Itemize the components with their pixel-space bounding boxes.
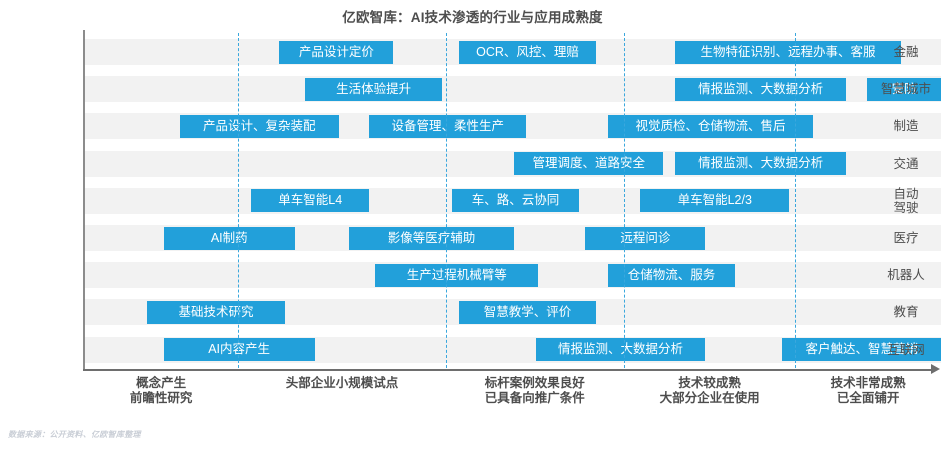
bar-医疗-2[interactable]: 影像等医疗辅助 [348, 226, 515, 250]
stage-label-line1: 技术较成熟 [678, 376, 741, 390]
bar-医疗-1[interactable]: AI制药 [163, 226, 295, 250]
category-label-line: 交通 [893, 156, 919, 171]
y-axis-line [83, 30, 85, 370]
bar-机器人-2[interactable]: 仓储物流、服务 [607, 263, 736, 287]
category-label-line: 制造 [893, 119, 919, 134]
bar-金融-1[interactable]: 产品设计定价 [279, 40, 394, 64]
bar-自动驾驶-2[interactable]: 车、路、云协同 [451, 189, 580, 213]
bar-智慧城市-2[interactable]: 情报监测、大数据分析 [675, 77, 846, 101]
stage-divider-2 [445, 33, 447, 368]
category-label-智慧城市: 智慧城市 [867, 82, 945, 96]
stage-label-line2: 已具备向推广条件 [484, 391, 585, 405]
stage-label-line2: 前瞻性研究 [129, 391, 193, 405]
stage-divider-1 [238, 33, 240, 368]
bar-交通-2[interactable]: 情报监测、大数据分析 [675, 152, 846, 176]
stage-label-1: 概念产生前瞻性研究 [71, 376, 251, 406]
category-label-line: 机器人 [887, 268, 925, 283]
category-label-金融: 金融 [867, 45, 945, 59]
bar-机器人-1[interactable]: 生产过程机械臂等 [375, 263, 539, 287]
source-note: 数据来源：公开资料、亿欧智库整理 [8, 430, 141, 439]
bar-教育-1[interactable]: 基础技术研究 [147, 300, 285, 324]
category-label-交通: 交通 [867, 157, 945, 171]
stage-label-line1: 技术非常成熟 [830, 376, 906, 390]
x-axis-line [83, 369, 933, 371]
stage-divider-3 [623, 33, 625, 368]
stage-label-5: 技术非常成熟已全面铺开 [778, 376, 945, 406]
category-label-line: 教育 [893, 305, 919, 320]
category-label-line: 医疗 [893, 231, 919, 245]
category-label-机器人: 机器人 [867, 268, 945, 282]
stage-divider-4 [795, 33, 797, 368]
stage-label-2: 头部企业小规模试点 [252, 376, 432, 391]
bar-制造-3[interactable]: 视觉质检、仓储物流、售后 [607, 114, 814, 138]
category-label-line: 驾驶 [893, 200, 919, 215]
bar-教育-2[interactable]: 智慧教学、评价 [459, 300, 596, 324]
category-label-line: 自动 [893, 186, 919, 201]
category-label-互联网: 互联网 [867, 343, 945, 357]
bar-自动驾驶-1[interactable]: 单车智能L4 [251, 189, 370, 213]
category-label-line: 智慧城市 [880, 82, 931, 97]
bar-互联网-3[interactable]: 客户触达、智慧营销 [782, 338, 941, 362]
stage-label-line1: 标杆案例效果良好 [484, 376, 585, 390]
stage-label-line1: 头部企业小规模试点 [285, 376, 399, 390]
bar-自动驾驶-3[interactable]: 单车智能L2/3 [640, 189, 790, 213]
x-axis-arrow-icon [931, 364, 940, 374]
stage-label-3: 标杆案例效果良好已具备向推广条件 [445, 376, 625, 406]
bar-制造-2[interactable]: 设备管理、柔性生产 [369, 114, 527, 138]
bar-互联网-2[interactable]: 情报监测、大数据分析 [535, 338, 706, 362]
bar-交通-1[interactable]: 管理调度、道路安全 [514, 152, 664, 176]
stage-label-4: 技术较成熟大部分企业在使用 [620, 376, 800, 406]
category-label-line: 金融 [893, 45, 919, 59]
bar-制造-1[interactable]: 产品设计、复杂装配 [179, 114, 339, 138]
bar-金融-2[interactable]: OCR、风控、理赔 [459, 40, 596, 64]
bar-智慧城市-1[interactable]: 生活体验提升 [305, 77, 443, 101]
bar-金融-3[interactable]: 生物特征识别、远程办事、客服 [675, 40, 901, 64]
bar-医疗-3[interactable]: 远程问诊 [585, 226, 706, 250]
category-label-自动驾驶: 自动驾驶 [867, 187, 945, 215]
category-label-医疗: 医疗 [867, 231, 945, 245]
category-label-line: 互联网 [887, 342, 925, 357]
page-title: 亿欧智库：AI技术渗透的行业与应用成熟度 [342, 10, 603, 25]
stage-label-line1: 概念产生 [136, 376, 187, 390]
category-label-制造: 制造 [867, 119, 945, 133]
bar-智慧城市-3[interactable]: 安防 [867, 77, 941, 101]
stage-label-line2: 已全面铺开 [836, 391, 900, 405]
stage-label-line2: 大部分企业在使用 [659, 391, 760, 405]
category-label-教育: 教育 [867, 305, 945, 319]
